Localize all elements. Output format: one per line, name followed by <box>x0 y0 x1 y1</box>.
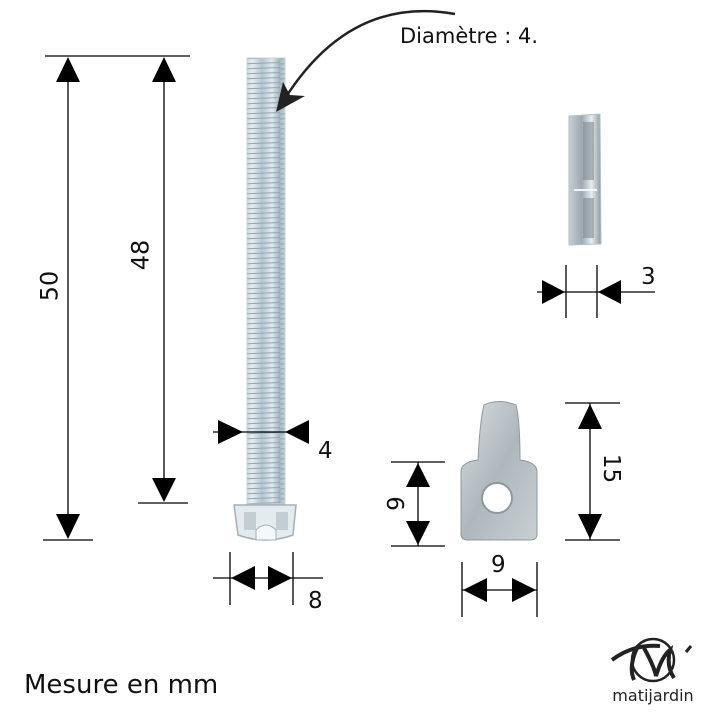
dimension-head-8 <box>213 552 323 605</box>
brand-logo: matijardin <box>598 636 708 710</box>
tab-image <box>460 401 538 541</box>
dimension-diameter-4 <box>213 420 309 444</box>
clip-image <box>568 113 602 246</box>
dimension-50 <box>43 55 190 541</box>
label-head-width: 8 <box>308 588 323 614</box>
label-tab-total-height: 15 <box>598 453 625 484</box>
logo-text: matijardin <box>612 686 694 705</box>
unit-note: Mesure en mm <box>24 670 219 700</box>
pointer-arrow <box>276 9 456 112</box>
label-thread-length: 48 <box>126 239 155 271</box>
dimension-tab-9-height <box>391 461 445 547</box>
label-clip-thickness: 3 <box>641 264 656 290</box>
dimension-tab-15 <box>565 402 620 541</box>
label-tab-lower-height: 9 <box>383 496 410 511</box>
diameter-annotation: Diamètre : 4. <box>400 24 539 48</box>
logo-mark-icon <box>610 637 693 683</box>
label-tab-width: 9 <box>491 552 506 578</box>
dimension-tab-9-width <box>461 562 538 617</box>
screw-image <box>233 57 297 541</box>
label-total-length: 50 <box>35 270 64 302</box>
dimension-clip-3 <box>537 265 655 318</box>
label-diameter: 4 <box>318 438 333 464</box>
dimension-48 <box>138 57 188 504</box>
